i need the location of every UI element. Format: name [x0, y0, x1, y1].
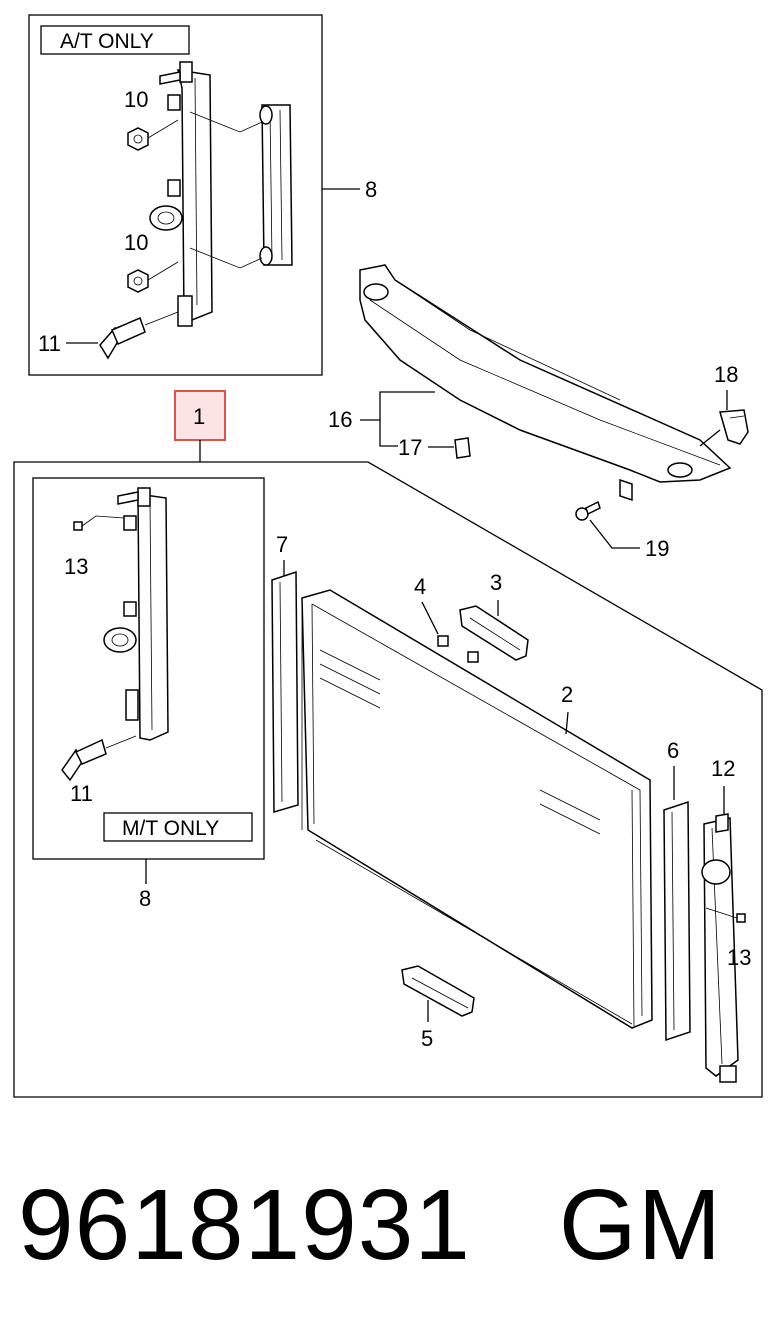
label-8-top: 8	[365, 177, 377, 202]
label-16: 16	[328, 407, 352, 432]
label-4: 4	[414, 574, 426, 599]
at-oil-cooler	[189, 104, 293, 269]
label-2: 2	[561, 682, 573, 707]
label-11-top: 11	[38, 331, 61, 356]
nut-10-upper	[127, 127, 149, 151]
mt-inset-frame	[32, 477, 265, 860]
seal-6	[663, 800, 691, 1042]
clip-18	[719, 409, 749, 445]
mt-only-box	[103, 812, 253, 842]
bracket-3	[459, 605, 529, 661]
side-tank-12	[701, 813, 739, 1083]
label-18: 18	[714, 362, 738, 387]
drain-plug-11-top	[99, 311, 179, 360]
label-17: 17	[398, 435, 422, 460]
label-12: 12	[711, 756, 735, 781]
brand-name: GM	[558, 1169, 723, 1281]
bolt-19	[575, 500, 601, 521]
nut-13-right	[705, 907, 746, 923]
upper-shroud-16	[359, 264, 732, 502]
at-radiator-tank	[149, 61, 213, 327]
label-13-left: 13	[64, 554, 88, 579]
label-1: 1	[193, 404, 205, 429]
highlight-box	[174, 390, 226, 441]
footer: 96181931 GM	[18, 1168, 722, 1283]
nut-13-left	[73, 515, 125, 531]
drain-plug-11-bottom	[61, 735, 137, 782]
clip-17	[454, 437, 471, 459]
label-5: 5	[421, 1026, 433, 1051]
label-10-lower: 10	[124, 230, 148, 255]
radiator-core-2	[301, 589, 653, 1029]
mt-radiator-tank	[103, 487, 169, 741]
label-11-bottom: 11	[70, 781, 93, 806]
nut-10-lower	[127, 269, 149, 293]
main-assembly-frame	[13, 461, 763, 1098]
seal-7	[271, 570, 299, 813]
label-6: 6	[667, 738, 679, 763]
label-8-bottom: 8	[139, 886, 151, 911]
part-number: 96181931	[18, 1169, 471, 1281]
label-13-right: 13	[727, 945, 751, 970]
label-7: 7	[276, 532, 288, 557]
at-inset-frame	[28, 14, 323, 376]
label-19: 19	[645, 536, 669, 561]
label-3: 3	[490, 570, 502, 595]
clip-4	[437, 635, 479, 663]
at-only-label: A/T ONLY	[60, 30, 154, 53]
label-10-upper: 10	[124, 87, 148, 112]
at-only-box	[40, 25, 190, 55]
mt-only-label: M/T ONLY	[122, 817, 219, 840]
bracket-5	[401, 965, 475, 1017]
